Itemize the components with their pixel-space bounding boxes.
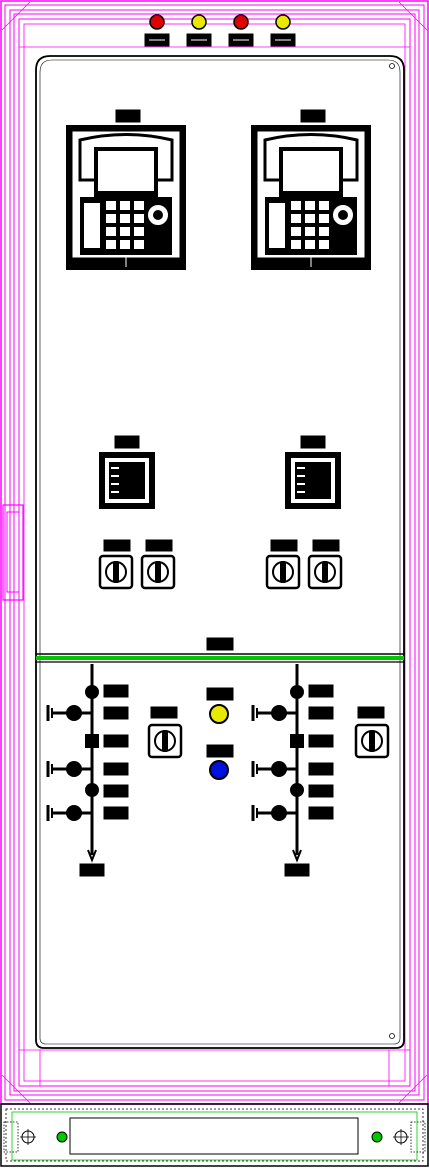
selector-switch-icon (98, 554, 134, 590)
protection-relay-icon (251, 125, 371, 270)
single-line-mimic-icon (46, 664, 99, 863)
indicator-lamp-icon (275, 14, 291, 30)
mimic-label (308, 734, 334, 748)
mimic-label (308, 784, 334, 798)
nameplate-label (206, 637, 234, 651)
mimic-label (308, 684, 334, 698)
switch-label (145, 539, 173, 552)
mimic-label (308, 706, 334, 720)
protection-relay-icon (66, 125, 186, 270)
lamp-label (206, 744, 234, 758)
switch-label (357, 706, 385, 719)
indicator-lamp-icon (209, 760, 229, 780)
top-indicator-lamps (144, 14, 296, 47)
panel-meters (99, 435, 341, 509)
meter-label (300, 435, 326, 449)
mimic-label (103, 734, 129, 748)
center-indicator-lamps (206, 687, 234, 780)
indicator-lamp-icon (233, 14, 249, 30)
meter-label (114, 435, 140, 449)
feeder-label (79, 863, 105, 877)
mimic-label (308, 762, 334, 776)
lamp-label (206, 687, 234, 701)
mimic-label (103, 762, 129, 776)
selector-switch-icon (354, 723, 390, 759)
relay-label (300, 109, 326, 123)
meter-icon (285, 452, 341, 509)
selector-switch-icon (265, 554, 301, 590)
indicator-lamp-icon (149, 14, 165, 30)
switch-label (103, 539, 131, 552)
selector-switch-icon (140, 554, 176, 590)
cabinet-plinth (0, 1103, 429, 1167)
selector-switches (98, 539, 390, 759)
selector-switch-icon (147, 723, 183, 759)
switch-label (312, 539, 340, 552)
switch-label (150, 706, 178, 719)
switch-label (270, 539, 298, 552)
busbar-separator (36, 637, 404, 663)
indicator-lamp-icon (191, 14, 207, 30)
mimic-label (103, 684, 129, 698)
indicator-lamp-icon (209, 704, 229, 724)
mimic-label (308, 806, 334, 820)
relay-label (115, 109, 141, 123)
single-line-mimic-icon (251, 664, 304, 863)
meter-icon (99, 452, 155, 509)
mimic-label (103, 784, 129, 798)
feeder-label (284, 863, 310, 877)
selector-switch-icon (307, 554, 343, 590)
mimic-label (103, 706, 129, 720)
mimic-diagrams (46, 664, 334, 877)
mimic-label (103, 806, 129, 820)
protection-relays (66, 109, 371, 270)
front-door (35, 55, 405, 1049)
